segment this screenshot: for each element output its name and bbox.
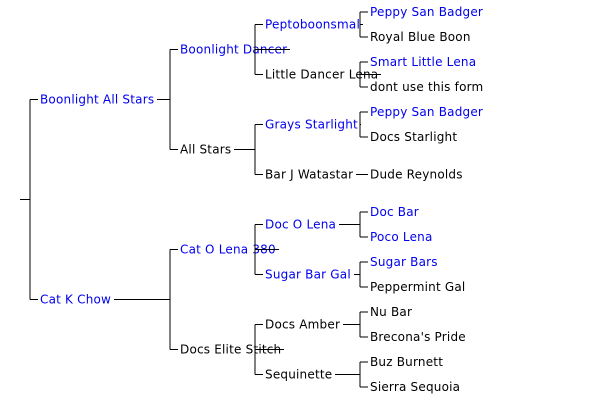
horse-brecona-s-pride: Brecona's Pride <box>370 330 466 344</box>
horse-sugar-bars[interactable]: Sugar Bars <box>370 255 438 269</box>
horse-sierra-sequoia: Sierra Sequoia <box>370 380 460 394</box>
horse-little-dancer-lena: Little Dancer Lena <box>265 68 378 82</box>
horse-doc-o-lena[interactable]: Doc O Lena <box>265 218 336 232</box>
horse-docs-elite-stitch: Docs Elite Stitch <box>180 343 281 357</box>
horse-dude-reynolds: Dude Reynolds <box>370 168 463 182</box>
horse-poco-lena[interactable]: Poco Lena <box>370 230 433 244</box>
horse-docs-starlight: Docs Starlight <box>370 130 457 144</box>
horse-peppermint-gal: Peppermint Gal <box>370 280 465 294</box>
horse-peppy-san-badger[interactable]: Peppy San Badger <box>370 105 483 119</box>
horse-boonlight-dancer[interactable]: Boonlight Dancer <box>180 43 287 57</box>
horse-sugar-bar-gal[interactable]: Sugar Bar Gal <box>265 268 351 282</box>
horse-smart-little-lena[interactable]: Smart Little Lena <box>370 55 476 69</box>
horse-sequinette: Sequinette <box>265 368 332 382</box>
horse-royal-blue-boon: Royal Blue Boon <box>370 30 471 44</box>
horse-cat-k-chow[interactable]: Cat K Chow <box>40 293 111 307</box>
horse-dont-use-this-form: dont use this form <box>370 80 483 94</box>
horse-nu-bar: Nu Bar <box>370 305 412 319</box>
horse-peppy-san-badger[interactable]: Peppy San Badger <box>370 5 483 19</box>
horse-doc-bar[interactable]: Doc Bar <box>370 205 419 219</box>
horse-cat-o-lena-380[interactable]: Cat O Lena 380 <box>180 243 276 257</box>
horse-buz-burnett: Buz Burnett <box>370 355 443 369</box>
horse-bar-j-watastar: Bar J Watastar <box>265 168 353 182</box>
horse-peptoboonsmal[interactable]: Peptoboonsmal <box>265 18 360 32</box>
horse-all-stars: All Stars <box>180 143 231 157</box>
horse-boonlight-all-stars[interactable]: Boonlight All Stars <box>40 93 154 107</box>
horse-grays-starlight[interactable]: Grays Starlight <box>265 118 358 132</box>
horse-docs-amber: Docs Amber <box>265 318 340 332</box>
